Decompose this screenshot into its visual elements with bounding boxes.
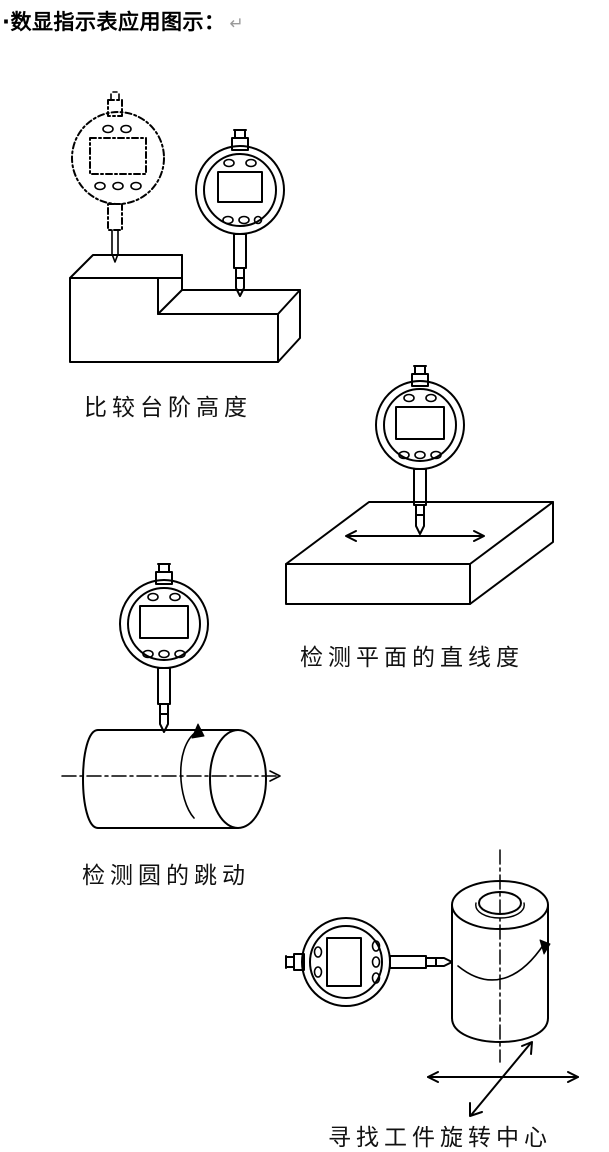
travel-arrow-left-head: [345, 530, 357, 542]
ghost-indicator: [71, 99, 165, 231]
return-mark-icon: ↵: [229, 14, 245, 34]
step-height-diagram: [69, 91, 301, 363]
rotation-arrow: [457, 943, 545, 981]
ghost-indicator-stem: [110, 91, 120, 263]
ghost-indicator-buttons: [94, 124, 142, 191]
axis-arrow-head: [269, 770, 281, 782]
flat-plate: [285, 501, 554, 605]
center-finding-diagram: [285, 849, 579, 1117]
caption-flatness: 检测平面的直线度: [300, 645, 524, 671]
rotation-arrow: [180, 731, 197, 819]
heading-text: ·数显指示表应用图示：: [2, 10, 226, 34]
dial-indicator-2: [375, 365, 465, 535]
runout-diagram: [61, 563, 281, 829]
depth-lower-head: [469, 1102, 483, 1117]
depth-travel-line: [471, 1043, 531, 1115]
rotation-arrow-head: [539, 939, 551, 955]
depth-upper-head: [521, 1041, 533, 1055]
travel-arrow-right-head: [473, 530, 485, 542]
horizontal-left-head: [427, 1071, 439, 1083]
caption-step-height: 比较台阶高度: [84, 395, 252, 421]
dial-indicator-3: [119, 563, 209, 733]
cylinder: [82, 729, 267, 829]
rotation-arrow-head: [191, 723, 205, 739]
dial-indicator-4: [285, 917, 453, 1007]
caption-center: 寻找工件旋转中心: [328, 1125, 552, 1151]
step-block: [69, 254, 301, 363]
dial-indicator-1: [195, 129, 285, 297]
page-heading: ·数显指示表应用图示：↵: [2, 6, 244, 36]
caption-runout: 检测圆的跳动: [82, 863, 250, 889]
horizontal-right-head: [567, 1071, 579, 1083]
flatness-diagram: [285, 365, 554, 605]
